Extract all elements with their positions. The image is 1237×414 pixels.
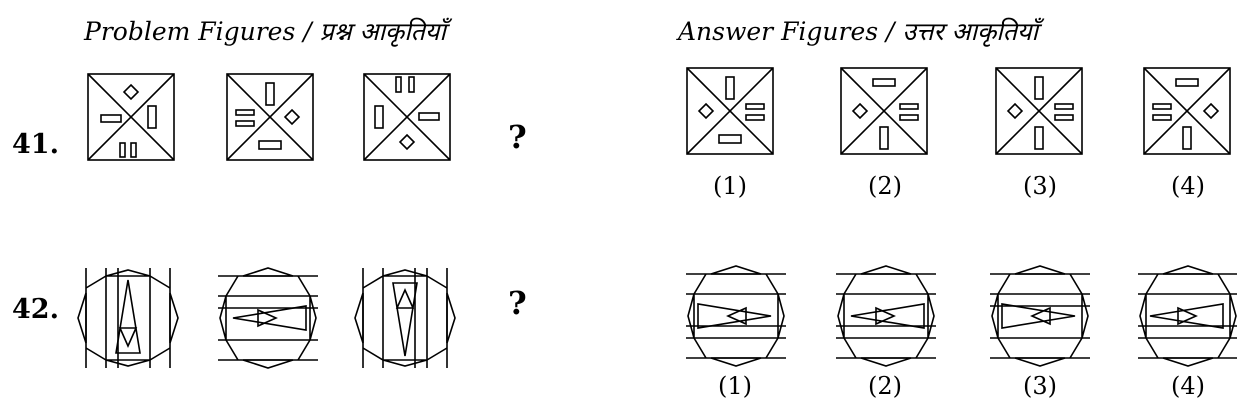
problem-figure-q42-1 [77,268,179,368]
answer-figures-header: Answer Figures / उत्तर आकृतियाँ [678,17,1039,46]
problem-figure-q41-3 [363,73,451,161]
option-label: (2) [868,372,902,400]
option-label: (3) [1023,372,1057,400]
question-number: 41. [12,129,59,160]
option-label: (1) [713,172,747,200]
problem-figure-q42-3 [354,268,456,368]
missing-figure-marker: ? [508,118,527,156]
missing-figure-marker: ? [508,284,527,322]
option-label: (1) [718,372,752,400]
problem-figure-q41-1 [87,73,175,161]
answer-figure-q41-1[interactable] [686,67,774,155]
option-label: (2) [868,172,902,200]
problem-figure-q42-2 [218,267,318,369]
answer-figure-q41-4[interactable] [1143,67,1231,155]
question-number: 42. [12,294,59,325]
option-label: (3) [1023,172,1057,200]
answer-figure-q42-3[interactable] [990,265,1090,367]
answer-figure-q41-2[interactable] [840,67,928,155]
problem-figures-header: Problem Figures / प्रश्न आकृतियाँ [84,17,446,46]
answer-figure-q42-1[interactable] [686,265,786,367]
answer-figure-q41-3[interactable] [995,67,1083,155]
option-label: (4) [1171,172,1205,200]
answer-figure-q42-4[interactable] [1138,265,1237,367]
option-label: (4) [1171,372,1205,400]
problem-figure-q41-2 [226,73,314,161]
answer-figure-q42-2[interactable] [836,265,936,367]
